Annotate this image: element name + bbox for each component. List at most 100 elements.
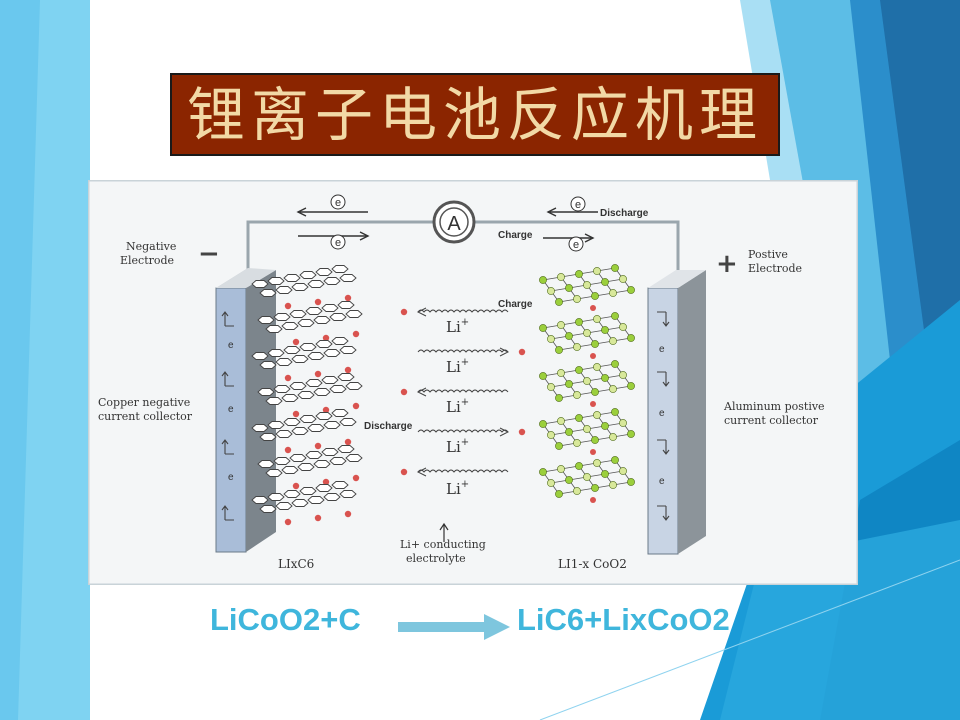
lithium-ion-dot — [400, 468, 408, 476]
aluminum-collector-line2: current collector — [724, 414, 819, 427]
cobalt-oxide-atom — [601, 470, 609, 478]
graphite-hexagon — [331, 481, 349, 489]
graphite-hexagon — [329, 385, 347, 393]
graphite-hexagon — [315, 340, 333, 348]
cobalt-oxide-atom — [591, 484, 599, 492]
graphite-hexagon — [257, 388, 275, 396]
graphite-hexagon — [289, 382, 307, 390]
graphite-hexagon — [345, 454, 363, 462]
electron-label: e — [335, 197, 341, 209]
collector-electron-label: e — [228, 472, 234, 483]
lithium-ion-dot — [344, 366, 352, 374]
title-banner: 锂离子电池反应机理 — [170, 73, 780, 156]
cobalt-oxide-atom — [609, 385, 617, 393]
graphite-hexagon — [313, 460, 331, 468]
graphite-hexagon — [291, 499, 309, 507]
graphite-hexagon — [337, 373, 355, 381]
cobalt-oxide-atom — [557, 417, 565, 425]
cobalt-oxide-atom — [591, 340, 599, 348]
lithium-ion-dot — [314, 298, 322, 306]
graphite-hexagon — [251, 280, 269, 288]
graphite-hexagon — [315, 268, 333, 276]
graphite-hexagon — [275, 430, 293, 438]
cobalt-oxide-atom — [609, 481, 617, 489]
graphite-hexagon — [283, 490, 301, 498]
plus-sign: + — [716, 249, 738, 279]
lithium-ion-dot — [314, 442, 322, 450]
graphite-hexagon — [275, 358, 293, 366]
graphite-hexagon — [331, 409, 349, 417]
graphite-hexagon — [291, 427, 309, 435]
cobalt-oxide-atom — [609, 289, 617, 297]
cobalt-oxide-atom — [619, 275, 627, 283]
graphite-hexagon — [273, 313, 291, 321]
lithium-ion-dot — [284, 446, 292, 454]
negative-electrode-line2: Electrode — [120, 254, 174, 267]
electron-label: e — [335, 237, 341, 249]
collector-electron-label: e — [659, 408, 665, 419]
collector-arrow-icon — [657, 311, 670, 327]
cobalt-oxide-atom — [627, 430, 635, 438]
cobalt-oxide-atom — [557, 273, 565, 281]
graphite-hexagon — [321, 304, 339, 312]
battery-diagram: A e e e e Discharge Charge Negative Elec… — [88, 180, 858, 585]
graphite-hexagon — [299, 271, 317, 279]
cobalt-oxide-atom — [593, 267, 601, 275]
cobalt-oxide-atom — [555, 490, 563, 498]
cobalt-oxide-atom — [547, 383, 555, 391]
graphite-hexagon — [305, 451, 323, 459]
lithium-ion-dot — [344, 294, 352, 302]
cobalt-oxide-atom — [575, 414, 583, 422]
collector-arrow-icon — [221, 371, 234, 387]
lithium-ion-dot — [292, 482, 300, 490]
cobalt-oxide-atom — [557, 465, 565, 473]
graphite-hexagon — [313, 388, 331, 396]
graphite-hexagon — [323, 493, 341, 501]
lithium-ion-dot — [292, 338, 300, 346]
charge-label: Charge — [498, 299, 533, 310]
graphite-hexagon — [275, 286, 293, 294]
equation-reactants: LiCoO2+C — [210, 602, 361, 637]
graphite-hexagon — [265, 325, 283, 333]
graphite-hexagon — [275, 502, 293, 510]
negative-electrode-line1: Negative — [126, 240, 176, 253]
lithium-ion-dot — [284, 302, 292, 310]
cobalt-oxide-atom — [619, 323, 627, 331]
graphite-hexagon — [307, 496, 325, 504]
graphite-hexagon — [283, 418, 301, 426]
graphite-hexagon — [267, 349, 285, 357]
cobalt-oxide-atom — [547, 479, 555, 487]
graphite-hexagon — [273, 385, 291, 393]
collector-arrow-icon — [221, 505, 234, 521]
positive-electrode-line1: Postive — [748, 248, 788, 261]
graphite-hexagon — [273, 457, 291, 465]
lithium-ion-dot — [590, 449, 596, 455]
cobalt-oxide-atom — [555, 346, 563, 354]
graphite-hexagon — [291, 283, 309, 291]
lithium-ion-dot — [400, 388, 408, 396]
cobalt-oxide-atom — [539, 276, 547, 284]
cobalt-oxide-atom — [611, 312, 619, 320]
graphite-hexagon — [345, 382, 363, 390]
cobalt-oxide-atom — [565, 380, 573, 388]
cobalt-oxide-atom — [557, 369, 565, 377]
graphite-hexagon — [299, 487, 317, 495]
cobalt-oxide-atom — [593, 459, 601, 467]
ion-path — [417, 309, 509, 313]
graphite-hexagon — [337, 301, 355, 309]
cobalt-oxide-atom — [619, 371, 627, 379]
lithium-ion-dot — [292, 410, 300, 418]
graphite-hexagon — [345, 310, 363, 318]
cobalt-oxide-atom — [565, 332, 573, 340]
graphite-hexagon — [323, 349, 341, 357]
graphite-hexagon — [329, 313, 347, 321]
cobalt-oxide-atom — [593, 315, 601, 323]
cobalt-oxide-atom — [619, 467, 627, 475]
graphite-layers — [251, 265, 363, 526]
cobalt-oxide-atom — [583, 377, 591, 385]
graphite-hexagon — [321, 376, 339, 384]
collector-electron-label: e — [659, 344, 665, 355]
lithium-ion-dot — [352, 330, 360, 338]
graphite-hexagon — [331, 337, 349, 345]
graphite-hexagon — [267, 421, 285, 429]
